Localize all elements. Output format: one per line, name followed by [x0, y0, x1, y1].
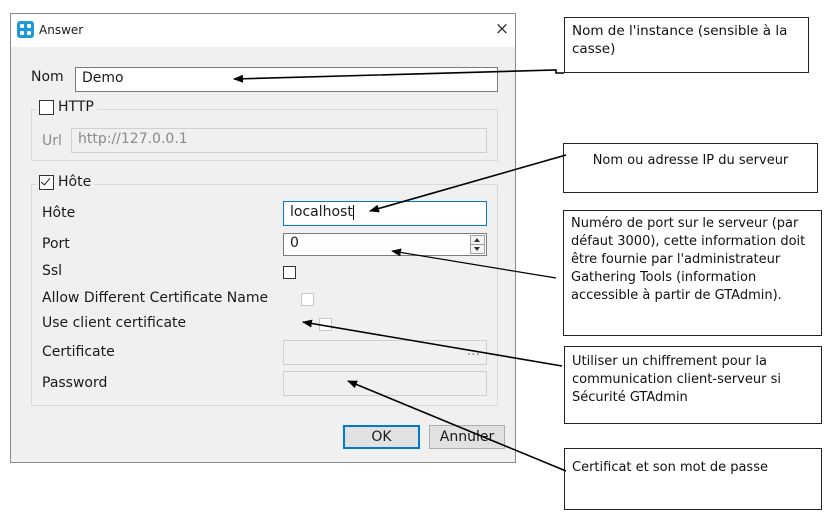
callout-certificate: Certificat et son mot de passe: [564, 448, 822, 510]
spinner-up-icon[interactable]: [471, 236, 484, 245]
text-cursor: [352, 204, 354, 220]
allow-different-cert-checkbox[interactable]: [301, 293, 315, 306]
ok-button[interactable]: OK: [343, 425, 420, 449]
http-group-header: HTTP: [36, 99, 97, 115]
password-input[interactable]: [283, 371, 487, 396]
hote-group: [31, 184, 498, 406]
certificate-input[interactable]: ...: [283, 340, 487, 365]
nom-label: Nom: [31, 69, 64, 85]
use-client-cert-label: Use client certificate: [42, 315, 187, 331]
url-input[interactable]: http://127.0.0.1: [71, 128, 487, 153]
ssl-label: Ssl: [42, 263, 63, 279]
arrow-port: [391, 248, 557, 279]
title-bar: Answer ×: [11, 14, 515, 47]
callout-encryption: Utiliser un chiffrement pour la communic…: [564, 346, 822, 424]
arrow-instance: [233, 69, 564, 83]
http-checkbox[interactable]: [39, 99, 54, 115]
hote-group-label: Hôte: [58, 174, 92, 190]
port-input[interactable]: 0: [283, 233, 487, 256]
host-label: Hôte: [42, 205, 76, 221]
arrow-encryption: [302, 319, 563, 367]
port-value: 0: [290, 235, 299, 251]
allow-different-cert-label: Allow Different Certificate Name: [42, 290, 269, 306]
hote-group-header: Hôte: [36, 174, 95, 190]
password-label: Password: [42, 375, 108, 391]
window-title: Answer: [39, 23, 84, 37]
host-value: localhost: [290, 204, 353, 220]
http-label: HTTP: [58, 99, 94, 115]
nom-input[interactable]: Demo: [75, 67, 498, 92]
arrow-certificate: [347, 380, 567, 472]
close-icon[interactable]: ×: [494, 19, 510, 39]
arrow-server: [369, 154, 567, 213]
cancel-button[interactable]: Annuler: [429, 425, 505, 449]
spinner-down-icon[interactable]: [471, 245, 484, 253]
ssl-checkbox[interactable]: [283, 266, 296, 279]
answer-dialog: Answer × Nom Demo HTTP Url http://127.0.…: [10, 13, 516, 463]
app-icon: [17, 21, 34, 38]
port-label: Port: [42, 236, 70, 252]
port-spinner: [470, 235, 485, 254]
url-label: Url: [42, 133, 62, 149]
hote-checkbox[interactable]: [39, 174, 54, 190]
callout-instance-name: Nom de l'instance (sensible à la casse): [564, 17, 809, 73]
http-group: [31, 109, 498, 161]
callout-server-name: Nom ou adresse IP du serveur: [563, 143, 818, 193]
certificate-label: Certificate: [42, 344, 115, 360]
host-input[interactable]: localhost: [283, 201, 487, 226]
callout-port: Numéro de port sur le serveur (par défau…: [563, 210, 822, 336]
